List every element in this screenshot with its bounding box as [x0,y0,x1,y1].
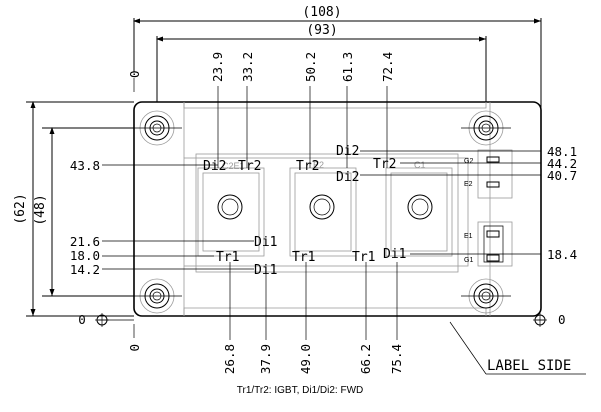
top-x-72.4: 72.4 [380,52,395,82]
left-y-43.8: 43.8 [70,158,100,173]
bottom-x-37.9: 37.9 [258,344,273,374]
pin-label-g2: G2 [464,158,473,165]
terminal-c2e1 [197,167,265,257]
pin-label-g1: G1 [464,257,473,264]
dim-48-label: (48) [33,194,48,225]
dim-108-label: (108) [302,5,341,20]
left-y-14.2: 14.2 [70,262,100,277]
chip-label-tr1-right: Tr1 [352,250,375,265]
top-x-33.2: 33.2 [240,52,255,82]
module-body [133,101,542,317]
chip-label-di1-upper: Di1 [254,235,277,250]
chip-label-di1-lower: Di1 [254,263,277,278]
chip-label-tr1-center: Tr1 [292,250,315,265]
label-side-text: LABEL SIDE [487,358,571,374]
chip-label-di2-lower: Di2 [336,170,359,185]
chip-label-di2-left: Di2 [203,159,226,174]
bottom-x-66.2: 66.2 [358,344,373,374]
dimension-62: (62) [13,101,134,317]
right-y-leaders [360,150,544,321]
left-y-leaders [98,164,254,321]
chip-label-di2-upper: Di2 [336,144,359,159]
right-origin-0: 0 [558,312,566,327]
left-origin-marker [95,313,109,327]
terminal-label-e2: E2 [313,160,324,170]
bottom-x-26.8: 26.8 [222,344,237,374]
dim-62-label: (62) [13,193,28,224]
right-y-44.2: 44.2 [547,156,577,171]
bottom-x-49.0: 49.0 [298,344,313,374]
right-y-40.7: 40.7 [547,168,577,183]
pin-label-e2: E2 [464,181,473,188]
terminal-c1 [385,167,453,257]
top-x-23.9: 23.9 [210,52,225,82]
chip-label-tr2-left: Tr2 [238,159,261,174]
signal-pins [477,149,513,267]
right-y-48.1: 48.1 [547,144,577,159]
chip-label-tr2-right: Tr2 [373,157,396,172]
chip-label-di1-right: Di1 [383,247,406,262]
left-origin-0: 0 [78,312,86,327]
chip-label-tr2-center: Tr2 [296,159,319,174]
bottom-origin-0: 0 [127,344,142,352]
terminal-label-c1: C1 [414,160,426,170]
terminal-label-c2e1: C2E1 [222,161,245,171]
dimension-108: (108) [133,5,542,120]
label-side-callout [449,321,586,375]
caption: Tr1/Tr2: IGBT, Di1/Di2: FWD [237,385,364,396]
right-y-18.4: 18.4 [547,247,577,262]
left-y-18.0: 18.0 [70,248,100,263]
hole-centerlines [118,127,511,297]
chip-label-tr1-left: Tr1 [216,250,239,265]
top-x-50.2: 50.2 [303,52,318,82]
pin-label-e1: E1 [464,233,473,240]
left-y-21.6: 21.6 [70,234,100,249]
bottom-x-leaders [229,262,398,340]
top-origin-0: 0 [127,70,142,78]
top-x-leaders [217,86,388,168]
top-x-61.3: 61.3 [340,52,355,82]
right-origin-marker [533,313,547,327]
terminal-e2 [289,167,357,257]
bottom-x-75.4: 75.4 [389,344,404,374]
dim-93-label: (93) [306,23,337,38]
